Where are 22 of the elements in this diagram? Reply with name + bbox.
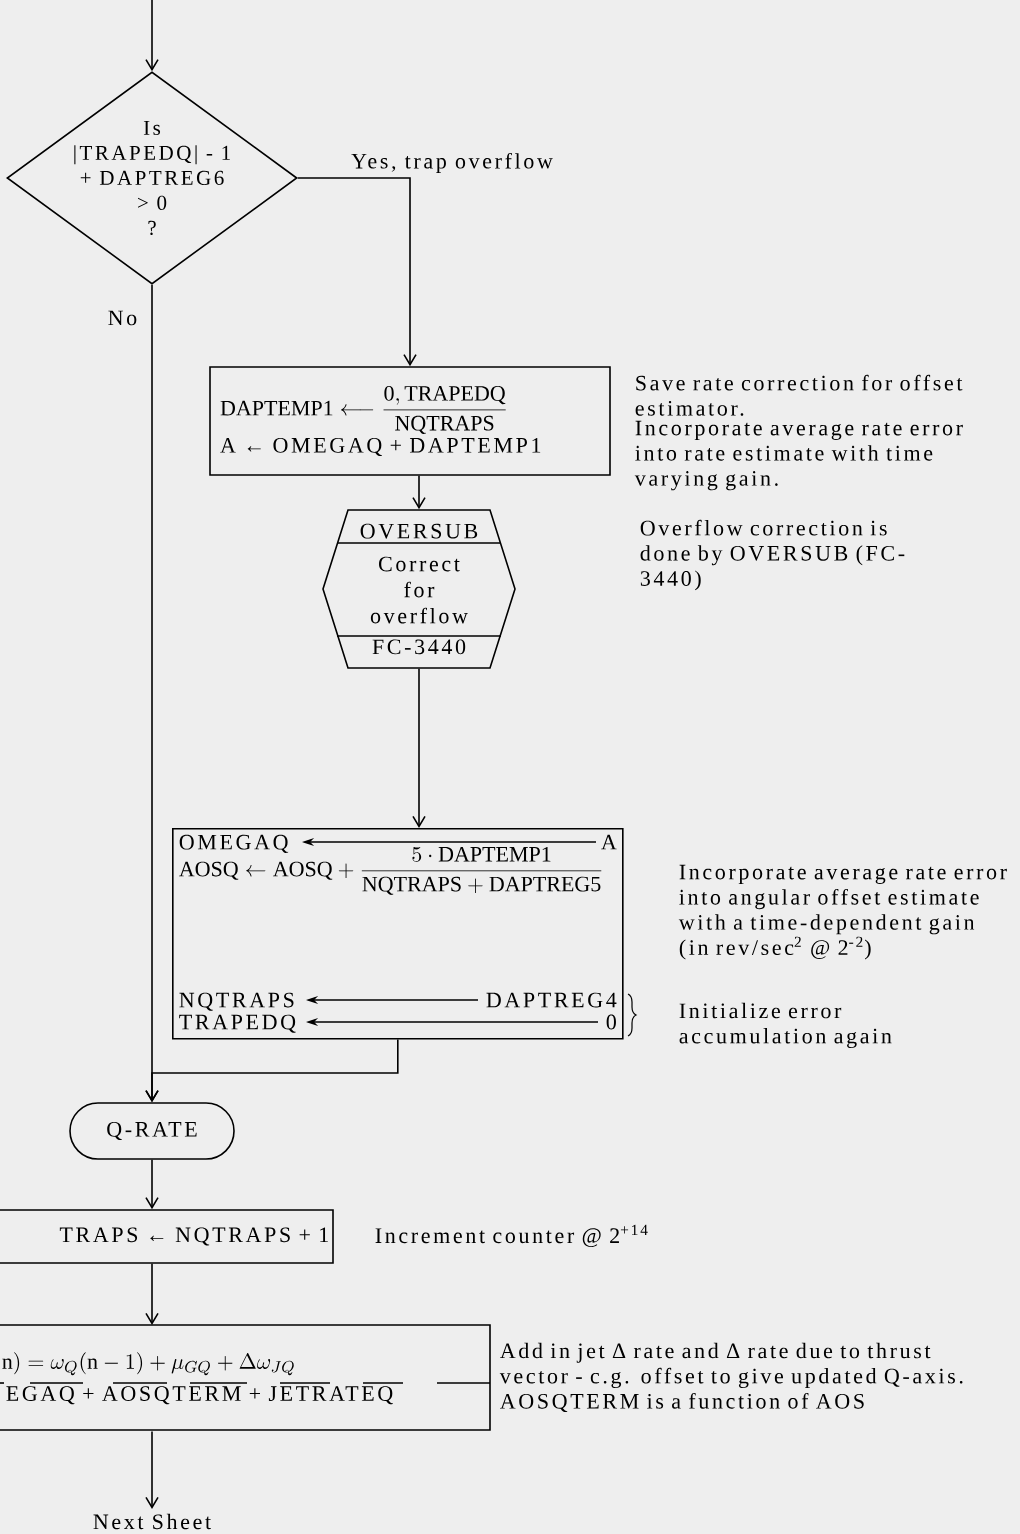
process-box: OMEGAQ A $\mathrm{AOSQ} \leftarrow \mathrm{AOSQ} + \frac{5 \cdot \mathrm{DAPTEMP1}}{\mathrm{NQTRAPS} + \mathrm{DAPTREG5}}$ NQTRAPS DAPTREG4 TRAPEDQ 0 xyxy=(172,828,624,1040)
arrow xyxy=(145,1430,159,1509)
process-box: TRAPS ← NQTRAPS + 1 xyxy=(0,1209,334,1264)
process-box: $\mathrm{DAPTEMP1} \longleftarrow \frac{\mathrm{0,TRAPEDQ}}{\mathrm{NQTRAPS}}$ A ← OMEGAQ + DAPTEMP1 xyxy=(209,366,611,476)
process-box: $\mathrm{n)} = \omega_{Q}(\mathrm{n}-1) + \mu_{GQ} + \Delta\omega_{JQ}$ EGAQ + AOSQTERM + JETRATEQ xyxy=(0,1324,491,1431)
arrow xyxy=(412,668,426,828)
arrow xyxy=(145,1159,159,1210)
arrow xyxy=(145,1038,399,1103)
note-text: Save rate correction for offset estimator. xyxy=(635,374,963,416)
connector-text: Next Sheet xyxy=(93,1513,211,1530)
note-text: Incorporate average rate error into angular offset estimate with a time-dependent gain (in rev/sec$^{2}$ @ 2$^{-2}$) xyxy=(678,864,1007,960)
hexagon-box: OVERSUB Correct for overflow FC-3440 xyxy=(322,509,516,669)
arrow xyxy=(297,177,417,367)
edge-label: Yes, trap overflow xyxy=(349,150,555,176)
note-text: Add in jet Δ rate and Δ rate due to thrust vector - c.g. offset to give updated Q-axis. AOSQTERM is a function of AOS xyxy=(499,1342,963,1413)
arrow xyxy=(145,1263,159,1325)
arrow xyxy=(145,0,159,72)
arrow xyxy=(412,475,426,510)
note-text: Incorporate average rate error into rate estimate with time varying gain. xyxy=(634,420,963,491)
note-text: Increment counter @ 2$^{+14}$ xyxy=(375,1224,648,1248)
note-text: Initialize error accumulation again xyxy=(679,1002,892,1048)
note-text: Overflow correction is done by OVERSUB (FC-3440) xyxy=(640,519,905,591)
